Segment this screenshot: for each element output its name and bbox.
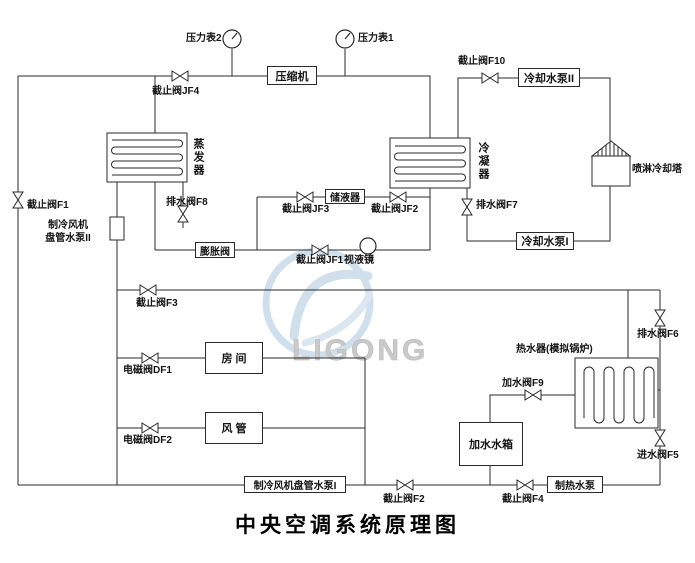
valve-jf2-icon bbox=[389, 191, 407, 203]
fill-tank-box: 加水水箱 bbox=[459, 422, 523, 466]
valve-f8-icon bbox=[177, 205, 189, 223]
diagram-title: 中央空调系统原理图 bbox=[235, 513, 460, 537]
valve-f2-label: 截止阀F2 bbox=[383, 494, 425, 505]
condenser-coil-icon bbox=[389, 137, 471, 189]
cooling-pump-1-box: 冷却水泵I bbox=[516, 232, 574, 250]
room-box: 房 间 bbox=[205, 342, 263, 374]
fan-coil-pump-2-symbol bbox=[109, 216, 125, 241]
evaporator-label: 蒸发器 bbox=[192, 138, 204, 177]
valve-f10-label: 截止阀F10 bbox=[458, 56, 506, 67]
valve-f6-icon bbox=[654, 309, 666, 327]
valve-f9-icon bbox=[524, 389, 542, 401]
solenoid-valve-df1-label: 电磁阀DF1 bbox=[123, 365, 172, 376]
solenoid-valve-df2-label: 电磁阀DF2 bbox=[123, 435, 172, 446]
valve-jf4-icon bbox=[171, 70, 189, 82]
valve-jf3-label: 截止阀JF3 bbox=[282, 204, 330, 215]
watermark-text: LIGONG bbox=[292, 334, 428, 367]
fan-coil-pump-2-label: 制冷风机 盘管水泵II bbox=[36, 220, 100, 245]
valve-jf1-icon bbox=[311, 244, 329, 256]
pipe-refrigerant-suction bbox=[18, 49, 431, 138]
fill-valve-f9-label: 加水阀F9 bbox=[502, 378, 544, 389]
cooling-tower-icon bbox=[590, 140, 632, 187]
valve-jf2-label: 截止阀JF2 bbox=[371, 204, 419, 215]
air-duct-box: 风 管 bbox=[205, 412, 263, 444]
fan-coil-pump-2-label-line1: 制冷风机 bbox=[48, 220, 88, 231]
water-heater-coil-icon bbox=[574, 357, 659, 429]
valve-df1-icon bbox=[141, 352, 159, 364]
valve-f4-icon bbox=[516, 479, 534, 491]
drain-valve-f7-label: 排水阀F7 bbox=[476, 200, 518, 211]
valve-f10-icon bbox=[481, 72, 499, 84]
fan-coil-pump-2-label-line2: 盘管水泵II bbox=[45, 232, 91, 244]
receiver-box: 储液器 bbox=[325, 189, 365, 204]
valve-f3-label: 截止阀F3 bbox=[136, 298, 178, 309]
valve-f2-icon bbox=[396, 479, 414, 491]
expansion-valve-box: 膨胀阀 bbox=[195, 242, 235, 258]
evaporator-coil-icon bbox=[106, 132, 188, 183]
pipe-chilled-water bbox=[17, 76, 660, 486]
pressure-gauge-1-label: 压力表1 bbox=[358, 33, 394, 44]
valve-df2-icon bbox=[141, 422, 159, 434]
valve-f1-label: 截止阀F1 bbox=[27, 200, 69, 211]
pipe-cooling-water bbox=[457, 77, 611, 242]
sight-glass-icon bbox=[359, 237, 377, 255]
condenser-label: 冷凝器 bbox=[477, 142, 489, 181]
inlet-valve-f5-label: 进水阀F5 bbox=[637, 450, 679, 461]
cooling-tower-label: 喷淋冷却塔 bbox=[632, 164, 682, 175]
drain-valve-f6-label: 排水阀F6 bbox=[637, 329, 679, 340]
pressure-gauge-1-icon bbox=[335, 29, 355, 49]
pressure-gauge-2-icon bbox=[222, 29, 242, 49]
drain-valve-f8-label: 排水阀F8 bbox=[166, 197, 208, 208]
valve-f3-icon bbox=[139, 284, 157, 296]
valve-f5-icon bbox=[654, 429, 666, 447]
water-heater-label: 热水器(模拟锅炉) bbox=[516, 344, 593, 355]
sight-glass-label: 视液镜 bbox=[344, 255, 374, 266]
valve-jf1-label: 截止阀JF1 bbox=[296, 255, 344, 266]
pressure-gauge-2-label: 压力表2 bbox=[186, 33, 222, 44]
valve-jf3-icon bbox=[296, 191, 314, 203]
valve-jf4-label: 截止阀JF4 bbox=[152, 86, 200, 97]
valve-f1-icon bbox=[12, 191, 24, 209]
pipe-refrigerant-liquid bbox=[154, 182, 431, 251]
fan-coil-pump-1-box: 制冷风机盘管水泵I bbox=[244, 476, 346, 493]
cooling-pump-2-box: 冷却水泵II bbox=[518, 68, 580, 87]
valve-f4-label: 截止阀F4 bbox=[502, 494, 544, 505]
pipe-hot-water bbox=[117, 289, 661, 485]
heating-pump-box: 制热水泵 bbox=[547, 476, 603, 493]
compressor-box: 压缩机 bbox=[267, 66, 317, 85]
valve-f7-icon bbox=[461, 198, 473, 216]
